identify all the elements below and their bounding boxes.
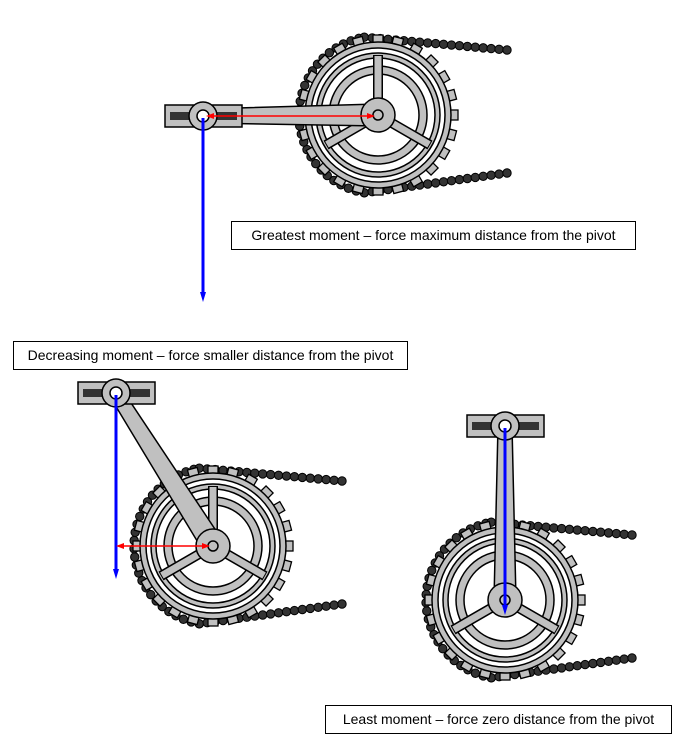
chain-link: [438, 39, 449, 50]
chain-link: [438, 177, 449, 187]
chain-link: [611, 528, 622, 539]
chain-link: [580, 526, 590, 536]
chain-link: [130, 552, 140, 562]
chain-link: [265, 609, 276, 619]
chain-link: [423, 179, 433, 189]
chain-link: [297, 472, 308, 483]
chain-link: [564, 662, 575, 672]
chain-link: [486, 43, 496, 54]
chain-link: [454, 174, 465, 185]
chain-link: [470, 42, 480, 52]
chain-link: [478, 43, 488, 53]
pivot: [372, 109, 384, 121]
chain-link: [486, 170, 496, 180]
chain-link: [438, 643, 448, 654]
chain-link: [588, 658, 598, 669]
chain-link: [596, 657, 606, 668]
chainring-teeth: [424, 519, 586, 681]
chain-link: [627, 530, 637, 540]
chain-link: [337, 599, 347, 609]
chain-link: [289, 605, 300, 616]
chain-link: [627, 653, 637, 663]
chain-link: [603, 528, 614, 538]
chain-link: [502, 45, 512, 55]
chain-link: [462, 173, 473, 184]
chain-link: [324, 48, 335, 58]
chain-link: [454, 41, 465, 51]
chain-link: [258, 610, 268, 620]
panel-greatest-moment: [164, 32, 512, 302]
chain-link: [588, 526, 598, 537]
chain-link: [265, 469, 276, 480]
chain-link: [281, 606, 292, 617]
chain-link: [446, 40, 457, 50]
panel-decreasing-moment: [77, 378, 347, 629]
chain-link: [470, 172, 480, 183]
chain-link: [451, 533, 462, 543]
chain-link: [313, 474, 323, 484]
chain-link: [619, 529, 629, 539]
chain: [294, 32, 512, 198]
chain-link: [430, 38, 441, 49]
chain-link: [572, 525, 582, 535]
chain-link: [337, 476, 347, 486]
caption-greatest-moment: Greatest moment – force maximum distance…: [231, 221, 636, 250]
chain-link: [549, 664, 559, 674]
chain-link: [311, 158, 321, 169]
chain-link: [273, 470, 284, 481]
chain-link: [494, 169, 504, 179]
chain-link: [549, 523, 559, 533]
chain-link: [281, 471, 292, 481]
chain-link: [564, 524, 575, 535]
chain-link: [146, 589, 156, 600]
chain-link: [572, 660, 582, 671]
chain-link: [478, 171, 488, 181]
chain-link: [423, 38, 433, 48]
pivot: [207, 540, 219, 552]
chain-link: [494, 44, 504, 54]
chain-link: [603, 656, 614, 666]
chain-link: [289, 472, 300, 482]
chain-link: [297, 604, 308, 615]
chain-link: [422, 606, 432, 616]
caption-least-moment: Least moment – force zero distance from …: [325, 705, 672, 734]
chain-link: [273, 608, 284, 618]
chain-link: [329, 600, 339, 610]
chain-link: [305, 603, 315, 614]
chain-link: [305, 473, 315, 483]
chain-link: [321, 474, 331, 485]
chain-link: [258, 469, 268, 479]
chain-link: [596, 527, 606, 537]
panel-least-moment: [421, 411, 637, 683]
chain-link: [446, 175, 457, 186]
chain-link: [556, 663, 567, 673]
chain-link: [321, 601, 331, 611]
chain-link: [462, 41, 473, 52]
chain-link: [619, 654, 629, 664]
chain-link: [611, 655, 622, 665]
chain-link: [329, 475, 339, 485]
chain-link: [580, 659, 590, 670]
chain-link: [313, 602, 323, 612]
chain-link: [556, 523, 567, 534]
caption-decreasing-moment: Decreasing moment – force smaller distan…: [13, 341, 408, 370]
chain-link: [502, 168, 512, 178]
chain-link: [430, 178, 441, 188]
